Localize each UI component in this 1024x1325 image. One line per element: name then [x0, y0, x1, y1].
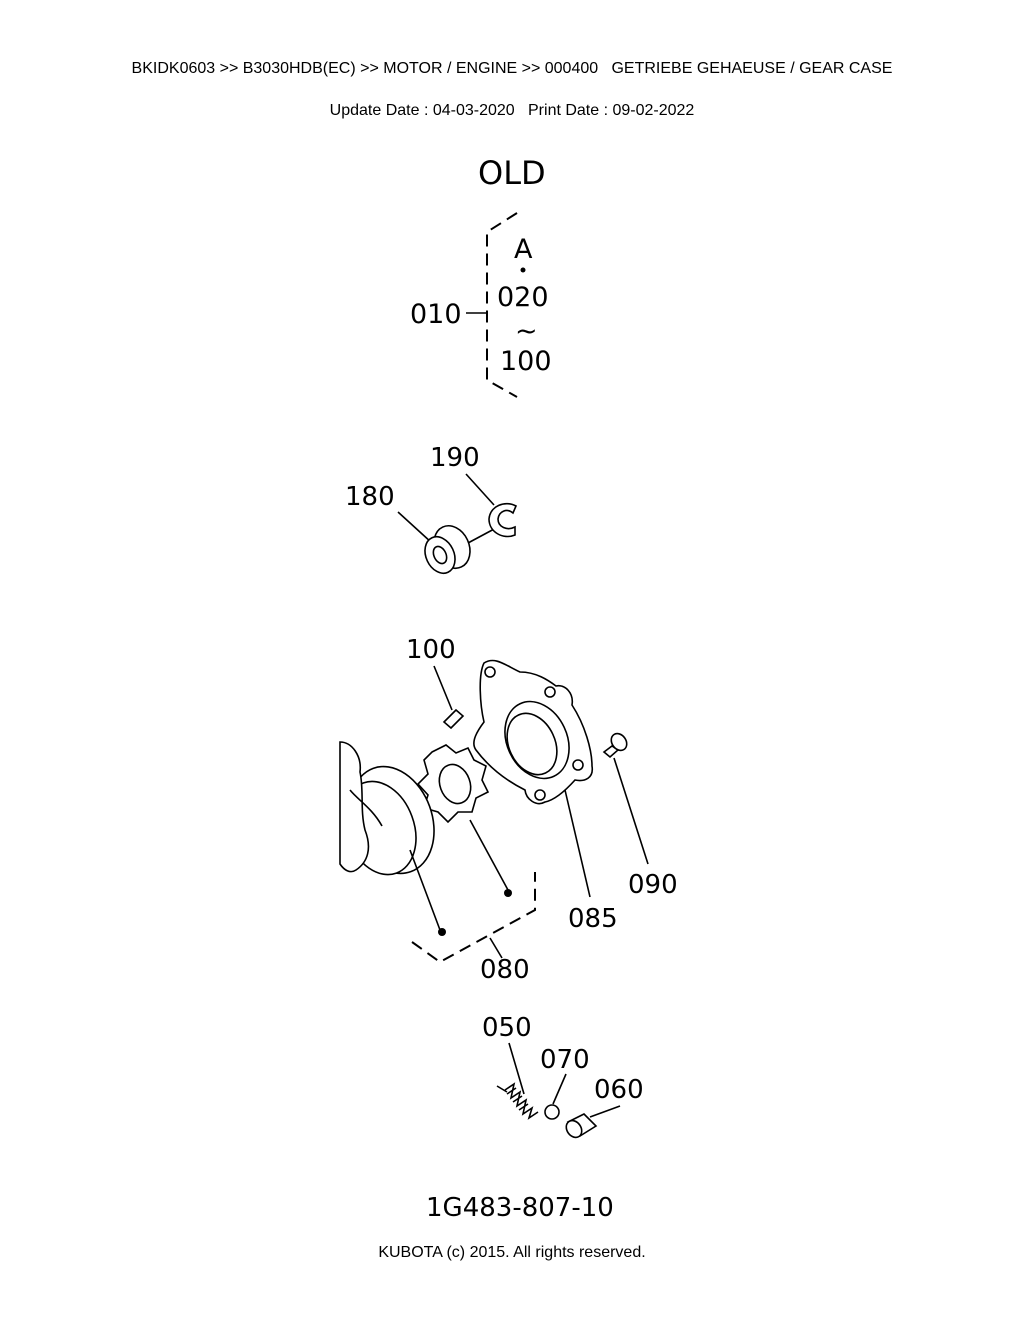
group-item-a: A	[514, 234, 533, 265]
copyright-footer: KUBOTA (c) 2015. All rights reserved.	[378, 1244, 646, 1261]
callout-100: 100	[406, 635, 456, 665]
callout-090: 090	[628, 870, 678, 900]
oil-pump-assembly: 100 090 085 080	[339, 635, 678, 985]
update-print-dates: Update Date : 04-03-2020 Print Date : 09…	[329, 102, 695, 119]
callout-060: 060	[594, 1075, 644, 1105]
relief-valve-assembly: 050 070 060	[482, 1013, 644, 1139]
group-item-020: 020	[497, 282, 549, 313]
callout-050: 050	[482, 1013, 532, 1043]
callout-085: 085	[568, 904, 618, 934]
callout-180: 180	[345, 482, 395, 512]
gear-case-edge	[339, 741, 370, 873]
callout-070: 070	[540, 1045, 590, 1075]
group-bracket: 010 A 020 ~ 100	[410, 212, 552, 398]
ball-part	[544, 1104, 560, 1120]
circlip-part	[488, 502, 518, 538]
pin-part	[442, 708, 465, 730]
collar-and-circlip: 190 180	[345, 443, 518, 575]
group-item-100: 100	[500, 346, 552, 377]
group-item-range-mark: ~	[515, 316, 538, 347]
spring-part	[496, 1082, 539, 1120]
callout-080: 080	[480, 955, 530, 985]
part-number: 1G483-807-10	[426, 1193, 614, 1223]
breadcrumb: BKIDK0603 >> B3030HDB(EC) >> MOTOR / ENG…	[131, 60, 893, 77]
diagram-title: OLD	[478, 154, 546, 192]
callout-010: 010	[410, 299, 462, 330]
separator-dot	[520, 267, 526, 273]
callout-190: 190	[430, 443, 480, 473]
